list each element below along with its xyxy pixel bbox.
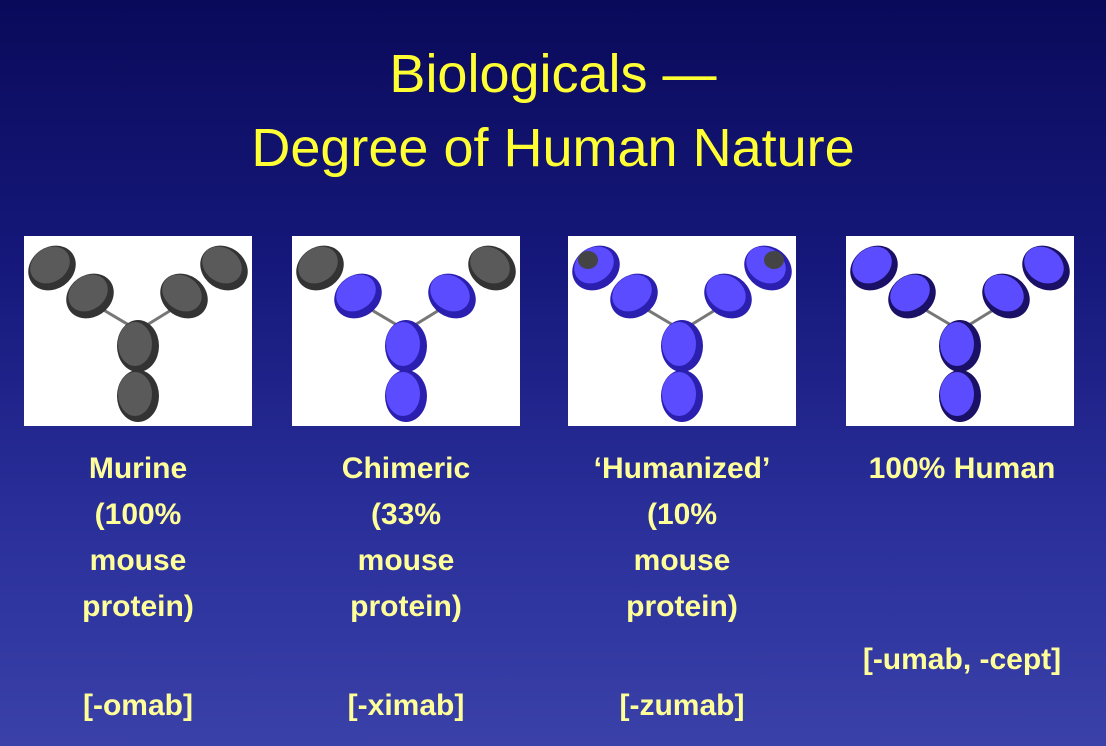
chimeric-label-line: Chimeric: [292, 446, 520, 492]
human-label-line: 100% Human: [828, 446, 1096, 492]
chimeric-label: Chimeric (33% mouse protein): [292, 446, 520, 630]
human-label: 100% Human: [828, 446, 1096, 492]
human-suffix: [-umab, -cept]: [828, 640, 1096, 680]
chimeric-suffix: [-ximab]: [292, 686, 520, 726]
murine-label-line: Murine: [24, 446, 252, 492]
antibody-human-panel: [846, 236, 1074, 426]
murine-suffix: [-omab]: [24, 686, 252, 726]
humanized-label-line: (10%: [554, 492, 810, 538]
murine-label-line: mouse: [24, 538, 252, 584]
humanized-label-line: protein): [554, 584, 810, 630]
antibody-murine-panel: [24, 236, 252, 426]
humanized-label-line: ‘Humanized’: [554, 446, 810, 492]
antibody-humanized-panel: [568, 236, 796, 426]
humanized-label-line: mouse: [554, 538, 810, 584]
antibody-murine-icon: [24, 236, 252, 426]
chimeric-label-line: protein): [292, 584, 520, 630]
chimeric-label-line: mouse: [292, 538, 520, 584]
murine-label-line: protein): [24, 584, 252, 630]
humanized-suffix: [-zumab]: [568, 686, 796, 726]
chimeric-label-line: (33%: [292, 492, 520, 538]
slide-title-line-2: Degree of Human Nature: [0, 116, 1106, 180]
humanized-label: ‘Humanized’ (10% mouse protein): [554, 446, 810, 630]
antibody-humanized-icon: [568, 236, 796, 426]
murine-label: Murine (100% mouse protein): [24, 446, 252, 630]
murine-label-line: (100%: [24, 492, 252, 538]
antibody-chimeric-icon: [292, 236, 520, 426]
antibody-chimeric-panel: [292, 236, 520, 426]
antibody-human-icon: [846, 236, 1074, 426]
slide-title-line-1: Biologicals —: [0, 42, 1106, 106]
